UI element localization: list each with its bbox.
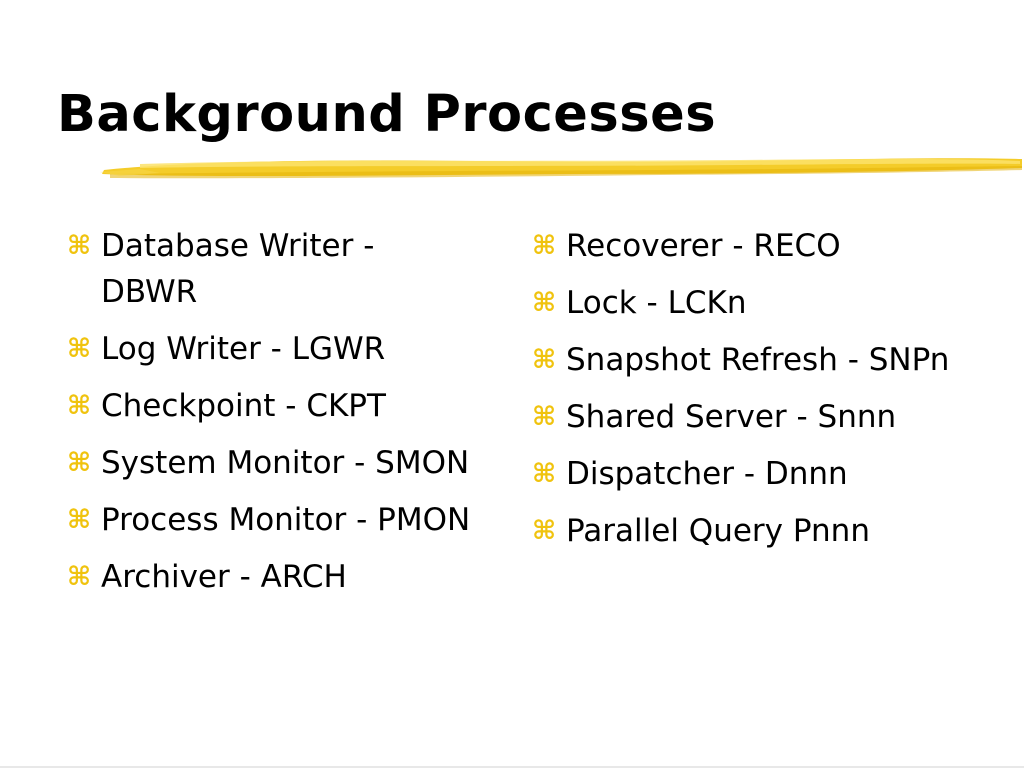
list-item: ⌘ Lock - LCKn <box>527 280 967 326</box>
command-key-icon: ⌘ <box>66 448 92 478</box>
list-item-label: Archiver - ARCH <box>101 559 347 595</box>
list-item: ⌘ System Monitor - SMON <box>62 440 472 486</box>
command-key-icon: ⌘ <box>531 345 557 375</box>
list-item: ⌘ Process Monitor - PMON <box>62 497 472 543</box>
command-key-icon: ⌘ <box>66 505 92 535</box>
list-item: ⌘ Snapshot Refresh - SNPn <box>527 337 967 383</box>
left-bullet-list: ⌘ Database Writer - DBWR ⌘ Log Writer - … <box>62 223 472 611</box>
list-item-label: Process Monitor - PMON <box>101 502 471 538</box>
command-key-icon: ⌘ <box>531 516 557 546</box>
list-item-label: Dispatcher - Dnnn <box>566 456 848 492</box>
list-item: ⌘ Log Writer - LGWR <box>62 326 472 372</box>
list-item: ⌘ Shared Server - Snnn <box>527 394 967 440</box>
command-key-icon: ⌘ <box>66 562 92 592</box>
command-key-icon: ⌘ <box>66 334 92 364</box>
command-key-icon: ⌘ <box>531 231 557 261</box>
list-item-label: Log Writer - LGWR <box>101 331 386 367</box>
slide-title: Background Processes <box>57 85 717 144</box>
command-key-icon: ⌘ <box>531 288 557 318</box>
command-key-icon: ⌘ <box>66 391 92 421</box>
command-key-icon: ⌘ <box>66 231 92 261</box>
command-key-icon: ⌘ <box>531 402 557 432</box>
list-item: ⌘ Recoverer - RECO <box>527 223 967 269</box>
list-item: ⌘ Checkpoint - CKPT <box>62 383 472 429</box>
list-item-label: Snapshot Refresh - SNPn <box>566 342 950 378</box>
list-item-label: System Monitor - SMON <box>101 445 470 481</box>
list-item: ⌘ Database Writer - DBWR <box>62 223 472 315</box>
list-item-label: Shared Server - Snnn <box>566 399 897 435</box>
list-item-label: Checkpoint - CKPT <box>101 388 386 424</box>
title-underline-brushstroke <box>100 158 1022 179</box>
bottom-divider <box>0 766 1024 768</box>
list-item: ⌘ Archiver - ARCH <box>62 554 472 600</box>
list-item: ⌘ Parallel Query Pnnn <box>527 508 967 554</box>
list-item-label: Parallel Query Pnnn <box>566 513 870 549</box>
list-item: ⌘ Dispatcher - Dnnn <box>527 451 967 497</box>
right-bullet-list: ⌘ Recoverer - RECO ⌘ Lock - LCKn ⌘ Snaps… <box>527 223 967 565</box>
list-item-label: Recoverer - RECO <box>566 228 841 264</box>
list-item-label: Database Writer - DBWR <box>101 228 375 310</box>
list-item-label: Lock - LCKn <box>566 285 747 321</box>
command-key-icon: ⌘ <box>531 459 557 489</box>
